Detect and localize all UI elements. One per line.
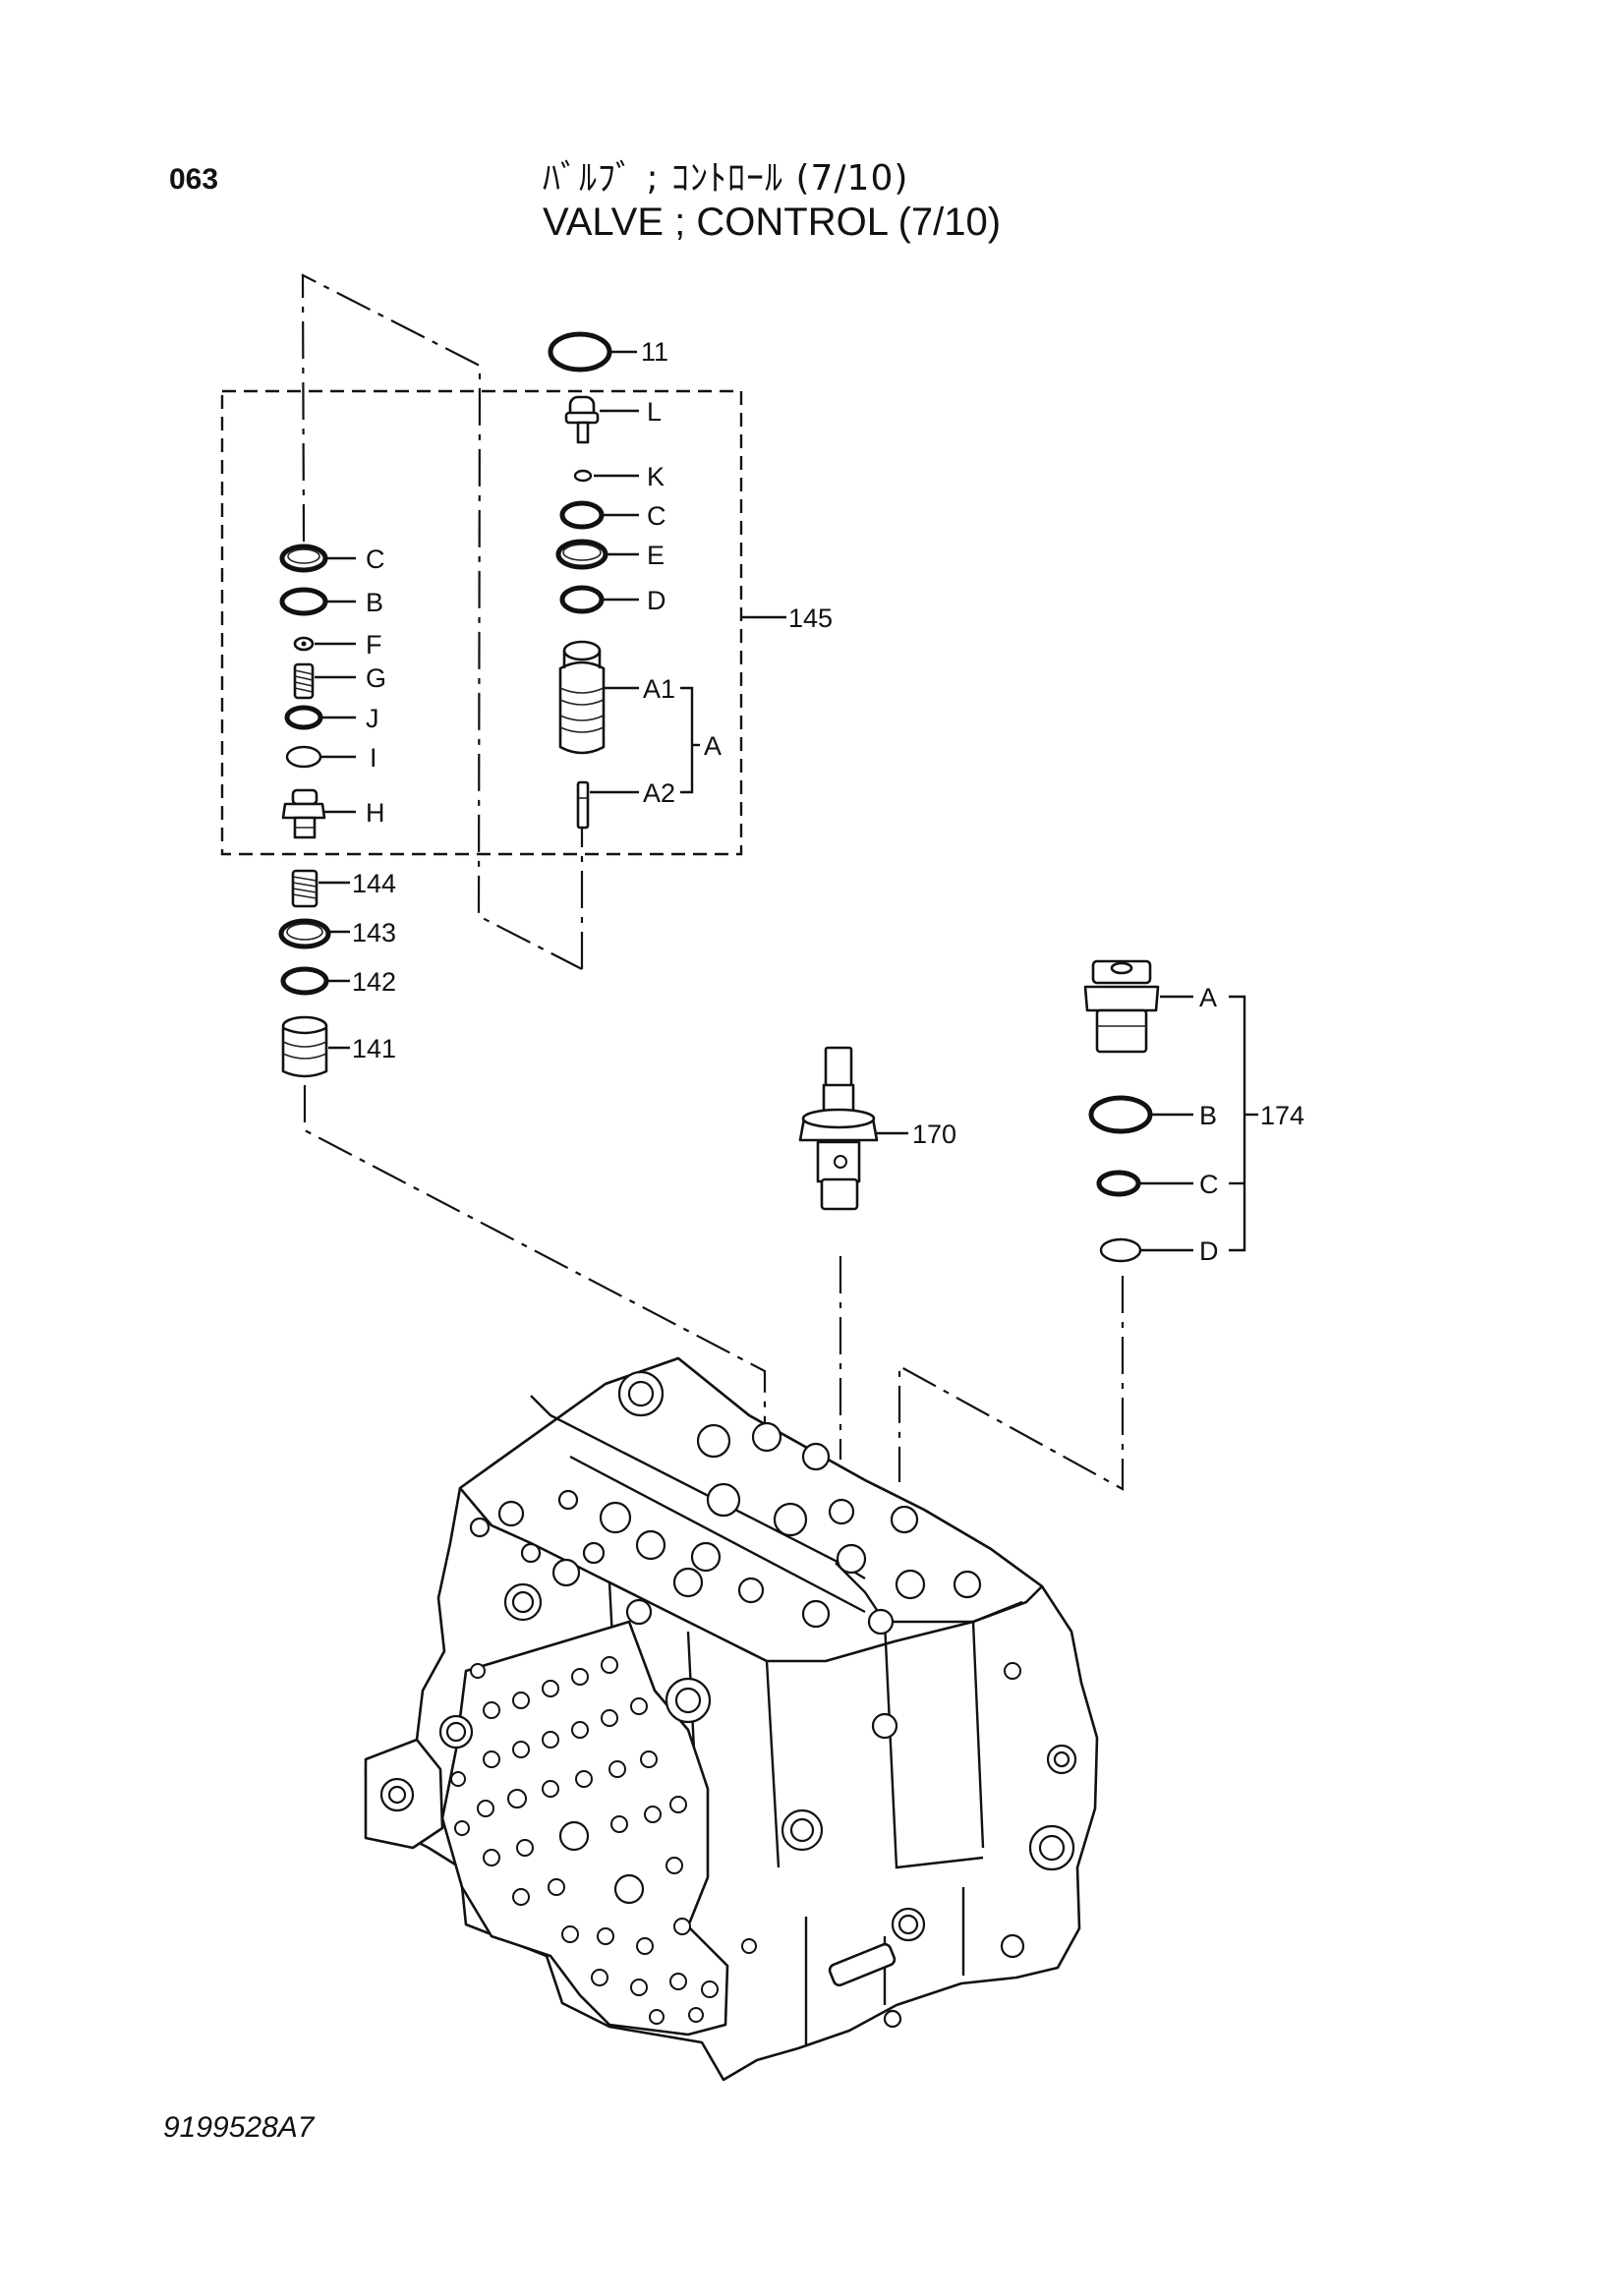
control-valve-body	[364, 1356, 1099, 2082]
part-11-oring: 11	[548, 331, 668, 373]
part-170-relief-valve: 170	[798, 1046, 956, 1211]
callout-J: J	[366, 704, 379, 733]
part-C-oring-right: C	[1096, 1170, 1219, 1199]
part-J-oring: J	[284, 704, 379, 733]
part-F-ball: F	[293, 630, 382, 660]
callout-A1: A1	[643, 674, 675, 704]
callout-143: 143	[352, 918, 396, 947]
part-C-oring-left: C	[279, 544, 385, 574]
callout-G: G	[366, 663, 386, 693]
callout-C-2: C	[366, 545, 385, 574]
callout-K: K	[647, 462, 665, 491]
part-143-backup: 143	[278, 918, 396, 949]
callout-174: 174	[1260, 1101, 1304, 1130]
title-japanese: ﾊﾞﾙﾌﾞ ; ｺﾝﾄﾛｰﾙ (7/10)	[543, 158, 909, 199]
part-K-ring: K	[573, 462, 665, 491]
callout-142: 142	[352, 967, 396, 997]
part-142-oring: 142	[280, 966, 396, 997]
callout-F: F	[366, 630, 382, 660]
part-H-plug: H	[281, 788, 385, 839]
assembly-lines	[301, 273, 1125, 1491]
callout-D-2: D	[1199, 1236, 1219, 1266]
part-D-oring-bottom-right: D	[1099, 1236, 1219, 1266]
callout-145: 145	[788, 603, 833, 633]
callout-A: A	[704, 731, 722, 761]
callout-I: I	[370, 743, 377, 773]
part-A1-spool-sleeve: A1	[558, 640, 675, 755]
bracket-A: A	[680, 686, 722, 794]
part-A-plug-right: A	[1083, 959, 1217, 1054]
callout-L: L	[647, 397, 662, 427]
part-144-spring: 144	[291, 869, 396, 908]
callout-E: E	[647, 541, 665, 570]
callout-H: H	[366, 798, 385, 828]
part-G-spring: G	[293, 662, 386, 700]
part-A2-pin: A2	[576, 778, 675, 830]
page-number: 063	[169, 163, 219, 196]
callout-144: 144	[352, 869, 396, 898]
callout-A-3: A	[1199, 983, 1217, 1012]
callout-170: 170	[912, 1119, 956, 1149]
callout-141: 141	[352, 1034, 396, 1063]
part-L-cap: L	[564, 395, 662, 444]
callout-A2: A2	[643, 778, 675, 808]
drawing-number: 9199528A7	[163, 2111, 315, 2144]
callout-D-1: D	[647, 586, 666, 615]
callout-C-1: C	[647, 501, 666, 531]
part-B-oring-left: B	[279, 587, 383, 617]
callout-11: 11	[641, 337, 668, 367]
part-141-sleeve: 141	[281, 1015, 396, 1078]
callout-C-3: C	[1199, 1170, 1219, 1199]
part-E-backup-ring: E	[555, 539, 665, 570]
callout-B-1: B	[366, 588, 383, 617]
part-I-ring: I	[285, 743, 377, 773]
part-C-oring-upper-right: C	[559, 500, 666, 531]
callout-B-2: B	[1199, 1101, 1217, 1130]
kit-145-boundary	[220, 389, 743, 856]
title-english: VALVE ; CONTROL (7/10)	[543, 201, 1002, 244]
part-D-oring-right: D	[559, 585, 666, 615]
bracket-174: 174	[1229, 995, 1304, 1252]
part-B-oring-right: B	[1088, 1095, 1217, 1134]
